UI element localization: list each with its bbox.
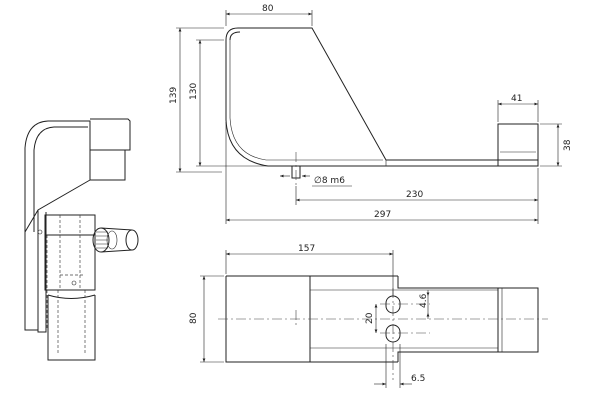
dim-top-width: 80 <box>262 4 274 14</box>
dim-pin-to-end: 230 <box>406 190 423 200</box>
dim-tail-height: 38 <box>563 139 573 151</box>
side-elevation <box>176 10 562 224</box>
dim-pin-diameter: ∅8 m6 <box>314 176 345 186</box>
dim-overall-length: 297 <box>374 210 391 220</box>
dim-slot-width: 6.5 <box>411 374 425 384</box>
dim-inner-height: 130 <box>189 83 199 100</box>
perspective-view <box>24 118 139 361</box>
dim-tail-width: 41 <box>511 94 522 104</box>
dim-overall-height: 139 <box>169 87 179 104</box>
dim-slot-spacing: 4.6 <box>419 293 429 308</box>
plan-view <box>200 250 548 388</box>
dim-plan-width: 80 <box>189 312 199 324</box>
dim-body-length: 157 <box>298 244 315 254</box>
dim-slot-pitch: 20 <box>365 312 375 324</box>
